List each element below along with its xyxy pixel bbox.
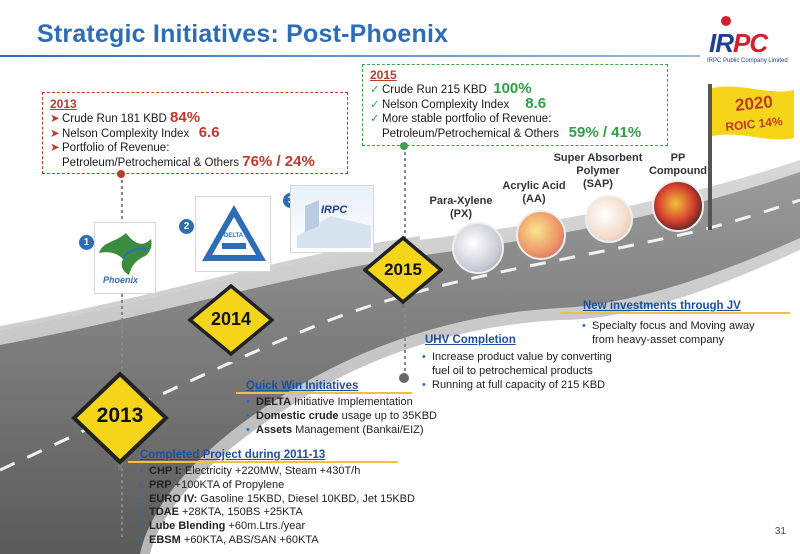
sign-2013-label: 2013 (96, 404, 144, 427)
bullet-icon: • (139, 520, 143, 533)
product-label-aa: Acrylic Acid (AA) (502, 180, 566, 205)
product-label-px: Para-Xylene (PX) (429, 195, 493, 220)
check-icon: ✓ (370, 99, 380, 111)
road-surface (0, 172, 800, 554)
bullet-icon: • (422, 351, 426, 363)
jv-list: •Specialty focus and Moving away from he… (582, 320, 755, 348)
bullet-icon: • (139, 465, 143, 477)
bullet-icon: • (139, 533, 143, 546)
connector-dot (399, 373, 409, 383)
phoenix-bird-icon (99, 233, 152, 275)
jv-rule (560, 312, 790, 314)
box-2013-year: 2013 (50, 97, 77, 111)
box-2013-row: ➤Nelson Complexity Index 6.6 (50, 124, 220, 141)
metrics-box-2015: 2015 ✓Crude Run 215 KBD 100% ✓Nelson Com… (362, 64, 668, 146)
box-2013-row: Petroleum/Petrochemical & Others 76% / 2… (62, 153, 315, 170)
sap-product-image (585, 195, 633, 243)
bullet-icon: • (422, 378, 426, 391)
px-product-image (452, 222, 504, 274)
connector-2013 (121, 174, 123, 540)
bullet-icon: • (246, 396, 250, 408)
road-edge (0, 236, 420, 330)
box-2013-row: ➤Portfolio of Revenue: (50, 142, 170, 154)
completed-heading: Completed Project during 2011-13 (140, 449, 326, 461)
completed-rule (128, 461, 398, 463)
completed-item: •PRP +100KTA of Propylene (139, 478, 285, 491)
jv-item: •Specialty focus and Moving away (582, 320, 755, 332)
delta-label: DELTA (224, 233, 244, 239)
page-title: Strategic Initiatives: Post-Phoenix (37, 20, 449, 48)
product-label-pp: PP Compound (648, 152, 708, 177)
uhv-item: fuel oil to petrochemical products (432, 364, 593, 377)
check-icon: ✓ (370, 113, 380, 125)
completed-item: •Lube Blending +60m.Ltrs./year (139, 520, 306, 533)
box-2013-row: ➤Crude Run 181 KBD 84% (50, 109, 201, 126)
product-label-sap: Super Absorbent Polymer (SAP) (553, 152, 643, 190)
uhv-item: •Running at full capacity of 215 KBD (422, 378, 606, 391)
bullet-icon: • (139, 492, 143, 505)
step-badge-1: 1 (79, 235, 94, 250)
road-sign-2015: 2015 (362, 235, 444, 308)
quickwin-item: •Assets Management (Bankai/EIZ) (246, 423, 424, 436)
box-2015-row: ✓More stable portfolio of Revenue: (370, 113, 552, 125)
arrow-bullet-icon: ➤ (50, 142, 60, 154)
delta-logo-image: DELTA (195, 196, 271, 272)
road-centerline (0, 198, 800, 472)
aa-product-image (516, 210, 566, 260)
jv-item: from heavy-asset company (592, 333, 725, 346)
step-badge-2: 2 (179, 219, 194, 234)
phoenix-label: Phoenix (103, 275, 139, 285)
quickwin-list: •DELTA Initiative Implementation •Domest… (246, 396, 437, 437)
quickwin-item: •DELTA Initiative Implementation (246, 396, 413, 408)
refinery-icon (297, 200, 371, 248)
irpc-logo: IRPC IRPC Public Company Limited (705, 14, 788, 68)
sign-2015-label: 2015 (384, 260, 422, 279)
completed-item: •TDAE +28KTA, 150BS +25KTA (139, 506, 303, 519)
logo-dot-icon (721, 16, 731, 26)
quickwin-item: •Domestic crude usage up to 35KBD (246, 409, 437, 422)
quickwin-heading: Quick Win Initiatives (246, 380, 359, 392)
check-icon: ✓ (370, 84, 380, 96)
arrow-bullet-icon: ➤ (50, 128, 60, 140)
completed-item: •CHP I: Electricity +220MW, Steam +430T/… (139, 465, 361, 477)
delta-triangle-icon (202, 205, 266, 261)
irpc-building-image: IRPC (290, 185, 374, 253)
road-sign-2013: 2013 (70, 370, 170, 470)
box-2015-row: ✓Crude Run 215 KBD 100% (370, 80, 532, 97)
uhv-item: •Increase product value by converting (422, 351, 612, 363)
bullet-icon: • (582, 320, 586, 332)
title-underline (0, 55, 700, 57)
completed-list: •CHP I: Electricity +220MW, Steam +430T/… (139, 465, 415, 548)
arrow-bullet-icon: ➤ (50, 113, 60, 125)
logo-tagline: IRPC Public Company Limited (707, 58, 788, 64)
box-2015-row: ✓Nelson Complexity Index 8.6 (370, 95, 547, 112)
bullet-icon: • (139, 478, 143, 491)
connector-dot (400, 142, 408, 150)
completed-item: •EURO IV: Gasoline 15KBD, Diesel 10KBD, … (139, 492, 415, 505)
sign-2014-label: 2014 (210, 309, 252, 329)
connector-dot (117, 170, 125, 178)
jv-heading: New investments through JV (583, 300, 741, 312)
quickwin-rule (236, 392, 412, 394)
pp-product-image (652, 180, 704, 232)
uhv-heading: UHV Completion (425, 334, 516, 346)
page-number: 31 (774, 526, 786, 537)
metrics-box-2013: 2013 ➤Crude Run 181 KBD 84% ➤Nelson Comp… (42, 92, 348, 174)
bullet-icon: • (246, 423, 250, 436)
irpc-label: IRPC (321, 204, 348, 216)
logo-mark: IRPC (709, 28, 768, 58)
uhv-list: •Increase product value by converting fu… (422, 351, 612, 392)
flag-2020: 2020 ROIC 14% (700, 80, 796, 230)
phoenix-logo-image: Phoenix (94, 222, 156, 294)
road-sign-2014: 2014 (187, 283, 275, 362)
completed-item: •EBSM +60KTA, ABS/SAN +60KTA (139, 533, 319, 546)
bullet-icon: • (246, 409, 250, 422)
box-2015-row: Petroleum/Petrochemical & Others 59% / 4… (382, 124, 642, 141)
box-2015-year: 2015 (370, 68, 397, 82)
bullet-icon: • (139, 506, 143, 519)
